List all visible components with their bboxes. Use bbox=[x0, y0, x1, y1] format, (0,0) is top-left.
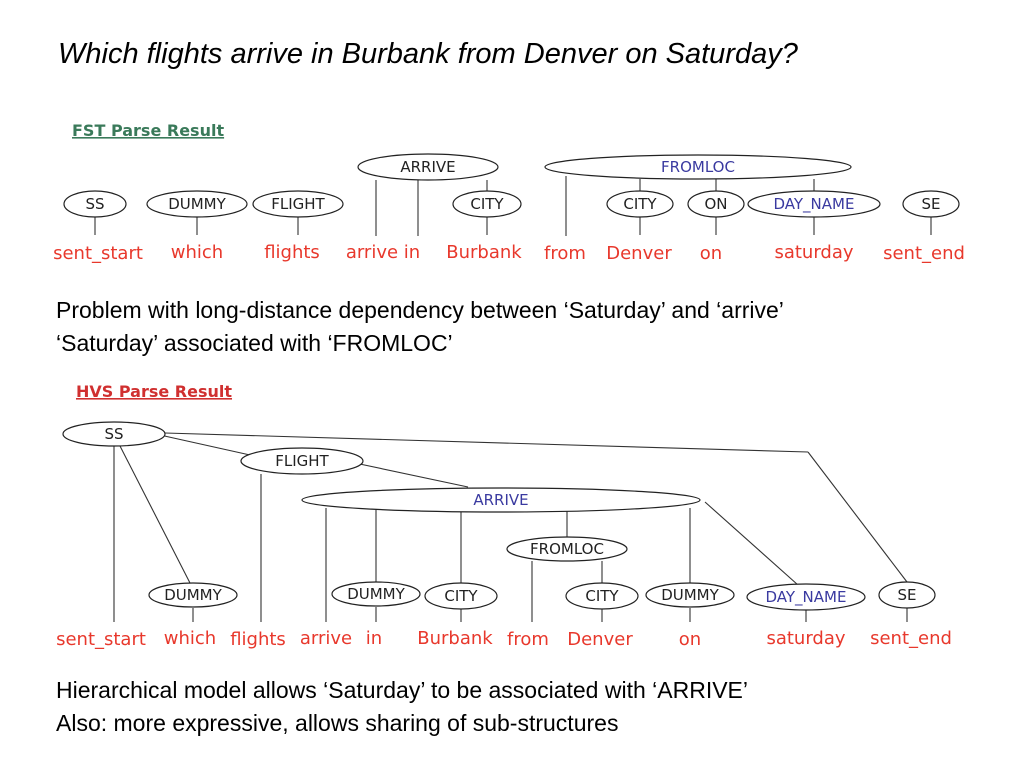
fst-edges bbox=[94, 176, 932, 236]
fst-word-which: which bbox=[171, 242, 223, 263]
svg-text:FROMLOC: FROMLOC bbox=[661, 158, 735, 176]
slide-title: Which flights arrive in Burbank from Den… bbox=[58, 38, 798, 70]
fst-word-burbank: Burbank bbox=[446, 242, 522, 263]
fst-node-city-burbank: CITY bbox=[452, 190, 522, 218]
fst-node-se: SE bbox=[902, 190, 960, 218]
hvs-node-fromloc: FROMLOC bbox=[506, 536, 628, 562]
svg-text:CITY: CITY bbox=[444, 587, 478, 605]
svg-text:SE: SE bbox=[922, 195, 941, 213]
hvs-node-city-burbank: CITY bbox=[424, 582, 498, 610]
fst-word-sent-start: sent_start bbox=[53, 243, 143, 264]
hvs-word-saturday: saturday bbox=[766, 628, 845, 649]
caption-line: Problem with long-distance dependency be… bbox=[56, 297, 784, 323]
fst-word-from: from bbox=[544, 243, 586, 264]
svg-text:SS: SS bbox=[85, 195, 104, 213]
hvs-word-burbank: Burbank bbox=[417, 628, 493, 649]
svg-text:CITY: CITY bbox=[585, 587, 619, 605]
svg-text:CITY: CITY bbox=[470, 195, 504, 213]
svg-text:FROMLOC: FROMLOC bbox=[530, 540, 604, 558]
hvs-node-dummy-which: DUMMY bbox=[148, 582, 238, 608]
caption-hvs-advantage: Hierarchical model allows ‘Saturday’ to … bbox=[56, 674, 748, 740]
svg-text:ARRIVE: ARRIVE bbox=[400, 158, 455, 176]
hvs-node-day-name: DAY_NAME bbox=[746, 583, 866, 611]
svg-text:ON: ON bbox=[704, 195, 727, 213]
hvs-word-flights: flights bbox=[230, 629, 286, 650]
fst-word-sent-end: sent_end bbox=[883, 243, 965, 264]
caption-line: Hierarchical model allows ‘Saturday’ to … bbox=[56, 677, 748, 703]
hvs-node-se: SE bbox=[878, 581, 936, 609]
fst-node-day-name: DAY_NAME bbox=[747, 190, 881, 218]
svg-text:SS: SS bbox=[104, 425, 123, 443]
fst-node-city-denver: CITY bbox=[606, 190, 674, 218]
svg-text:DAY_NAME: DAY_NAME bbox=[766, 588, 847, 607]
hvs-word-on: on bbox=[679, 629, 701, 650]
fst-node-flight: FLIGHT bbox=[252, 190, 344, 218]
svg-text:DAY_NAME: DAY_NAME bbox=[774, 195, 855, 214]
hvs-node-ss: SS bbox=[62, 421, 166, 447]
hvs-heading: HVS Parse Result bbox=[76, 382, 232, 401]
fst-heading: FST Parse Result bbox=[72, 121, 224, 140]
fst-node-fromloc: FROMLOC bbox=[544, 154, 852, 180]
caption-line: ‘Saturday’ associated with ‘FROMLOC’ bbox=[56, 330, 453, 356]
fst-word-on: on bbox=[700, 243, 722, 264]
fst-word-arrive-in: arrive in bbox=[346, 242, 420, 263]
fst-node-arrive: ARRIVE bbox=[357, 153, 499, 181]
svg-text:DUMMY: DUMMY bbox=[164, 586, 222, 604]
hvs-node-flight: FLIGHT bbox=[240, 447, 364, 475]
fst-word-saturday: saturday bbox=[774, 242, 853, 263]
hvs-node-dummy-on: DUMMY bbox=[645, 582, 735, 608]
fst-node-ss: SS bbox=[63, 190, 127, 218]
caption-fst-problem: Problem with long-distance dependency be… bbox=[56, 294, 784, 360]
svg-text:DUMMY: DUMMY bbox=[661, 586, 719, 604]
hvs-word-in: in bbox=[366, 628, 382, 649]
hvs-node-dummy-in: DUMMY bbox=[331, 581, 421, 607]
hvs-edges bbox=[113, 432, 908, 622]
hvs-word-from: from bbox=[507, 629, 549, 650]
hvs-word-sent-start: sent_start bbox=[56, 629, 146, 650]
fst-word-flights: flights bbox=[264, 242, 320, 263]
hvs-word-which: which bbox=[164, 628, 216, 649]
svg-text:FLIGHT: FLIGHT bbox=[271, 195, 325, 213]
svg-text:ARRIVE: ARRIVE bbox=[473, 491, 528, 509]
hvs-node-arrive: ARRIVE bbox=[301, 487, 701, 513]
hvs-word-denver: Denver bbox=[567, 629, 633, 650]
svg-text:DUMMY: DUMMY bbox=[347, 585, 405, 603]
fst-node-dummy: DUMMY bbox=[146, 190, 248, 218]
svg-text:FLIGHT: FLIGHT bbox=[275, 452, 329, 470]
svg-text:SE: SE bbox=[898, 586, 917, 604]
fst-word-denver: Denver bbox=[606, 243, 672, 264]
hvs-node-city-denver: CITY bbox=[565, 582, 639, 610]
hvs-word-arrive: arrive bbox=[300, 628, 352, 649]
svg-text:DUMMY: DUMMY bbox=[168, 195, 226, 213]
caption-line: Also: more expressive, allows sharing of… bbox=[56, 710, 619, 736]
hvs-word-sent-end: sent_end bbox=[870, 628, 952, 649]
svg-text:CITY: CITY bbox=[623, 195, 657, 213]
fst-node-on: ON bbox=[687, 190, 745, 218]
